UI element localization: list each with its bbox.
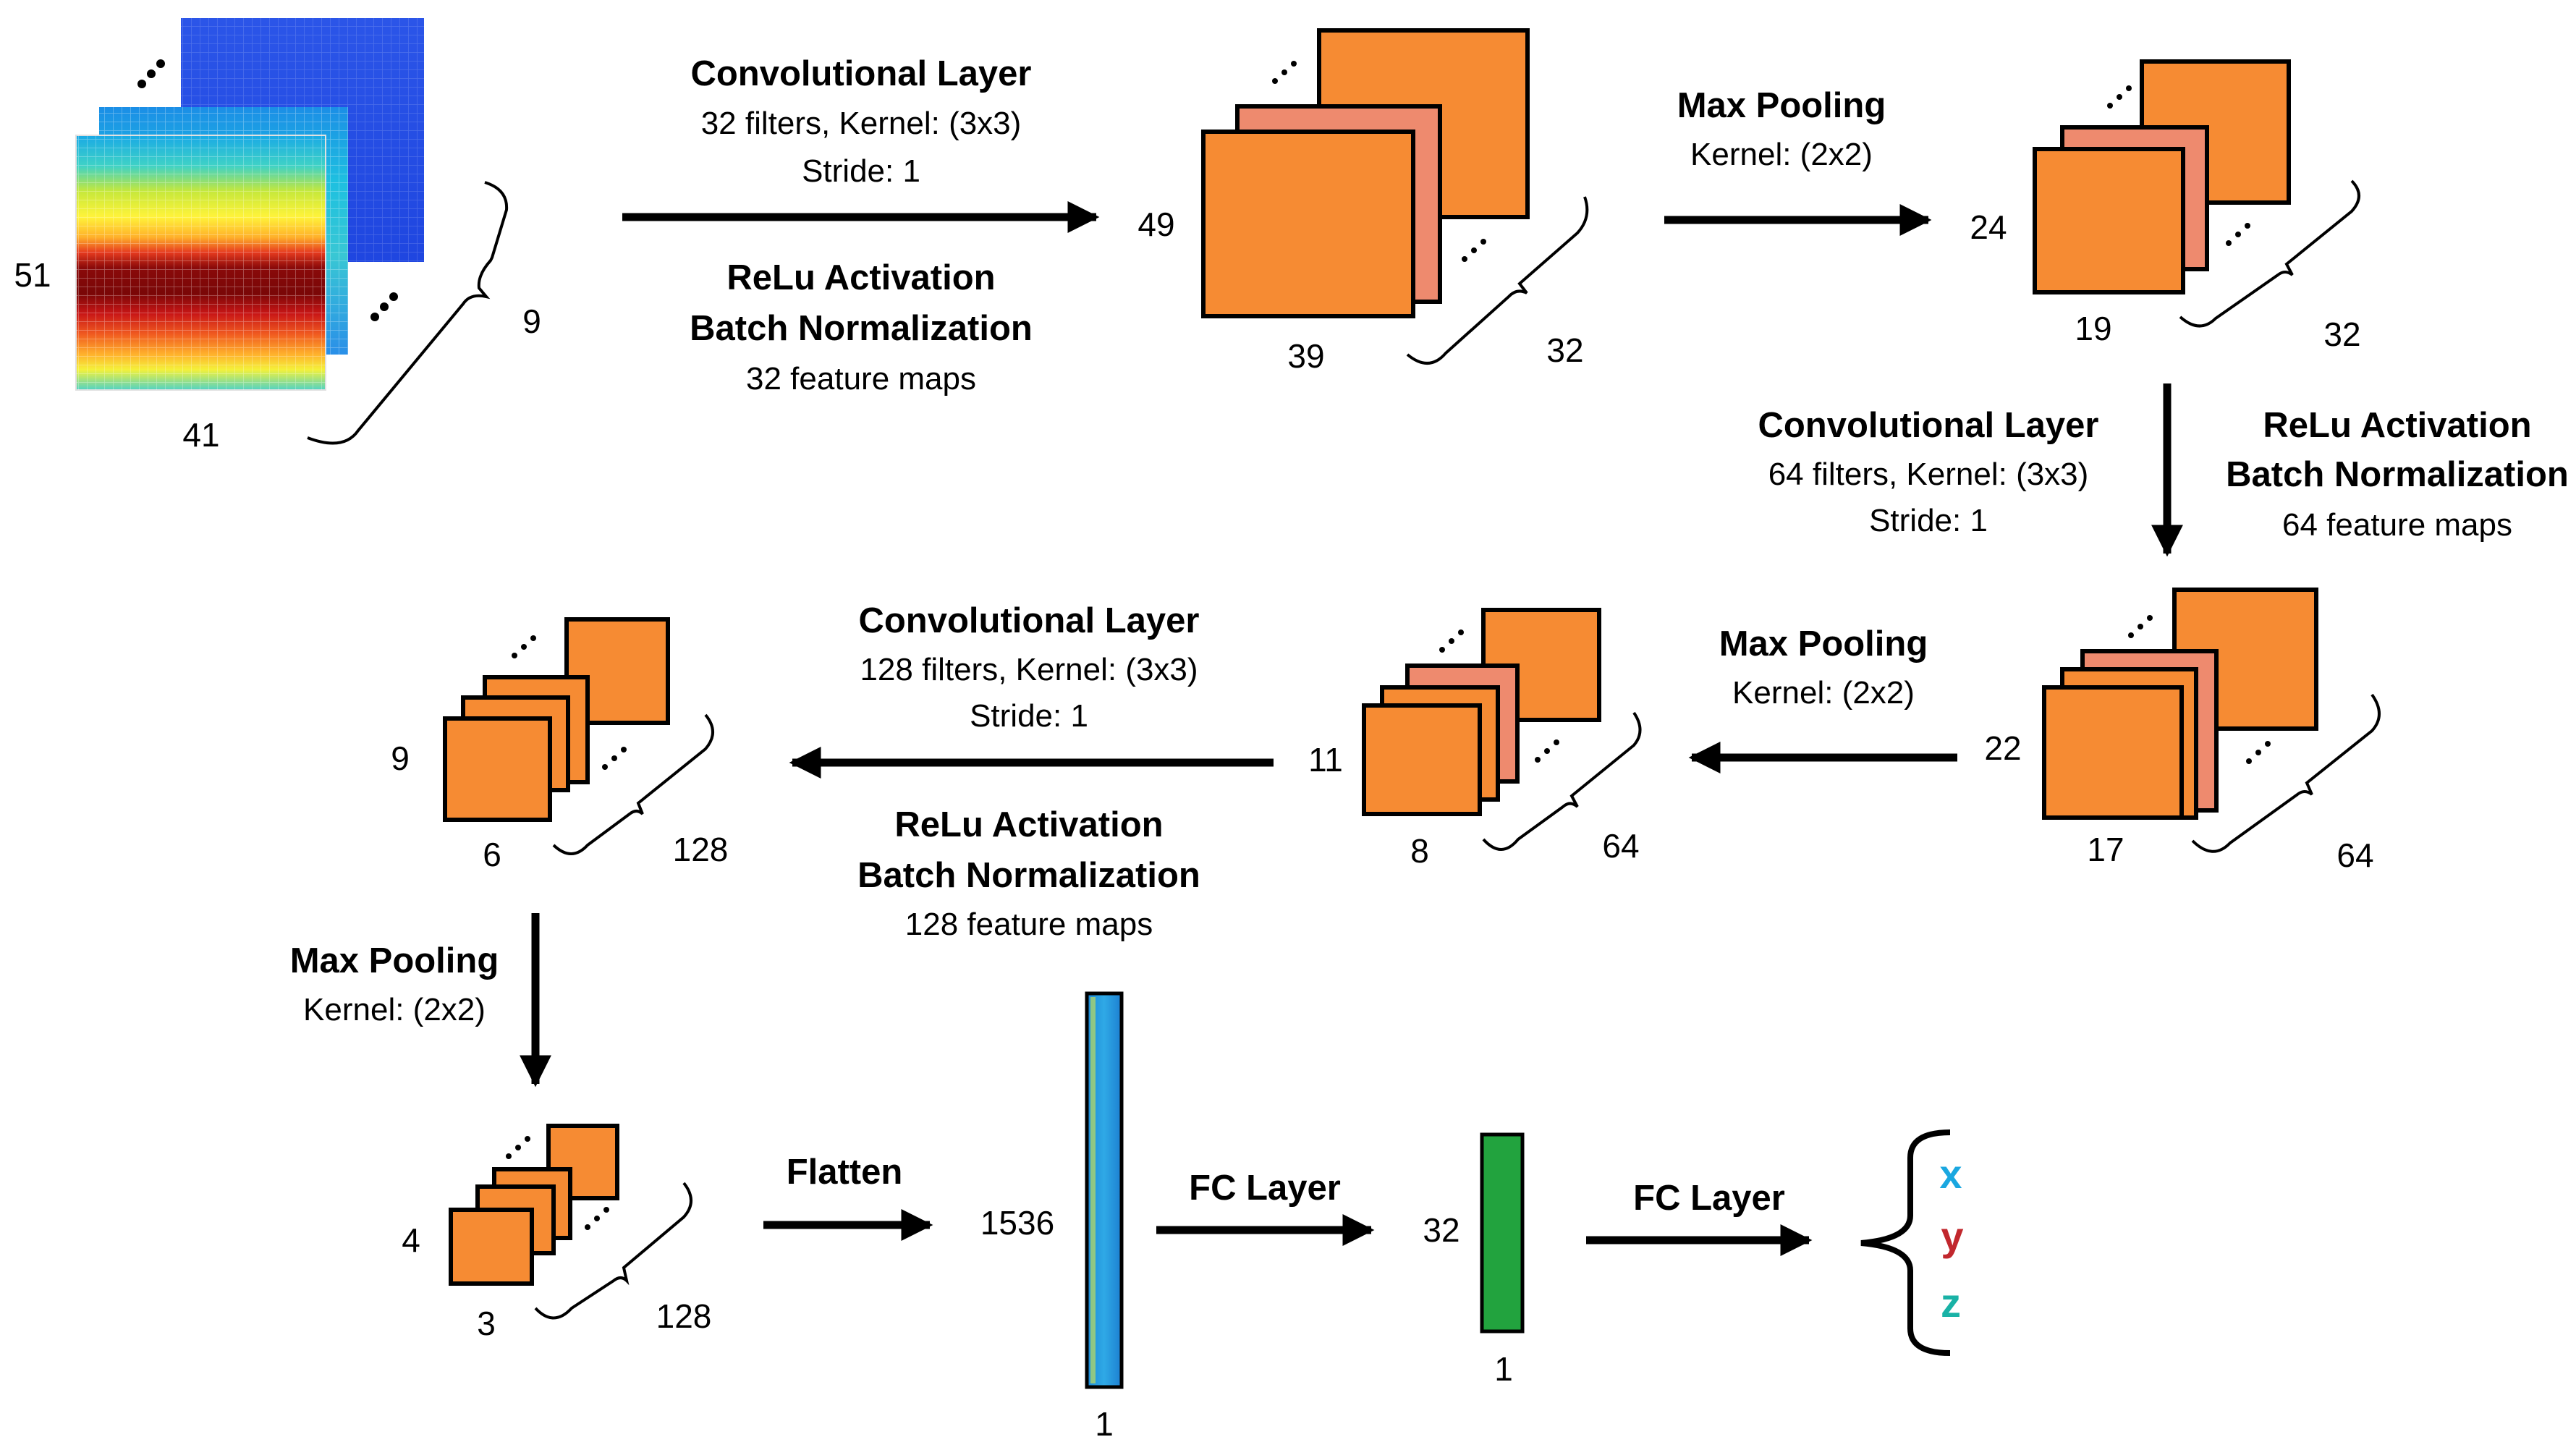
stage1-annotation: Convolutional Layer 32 filters, Kernel: … bbox=[622, 54, 1100, 397]
flatten-width: 1 bbox=[1095, 1405, 1114, 1443]
pool1-annotation: Max Pooling Kernel: (2x2) bbox=[1664, 86, 1932, 236]
pool1-out-depth: 32 bbox=[2323, 315, 2360, 353]
flatten-length: 1536 bbox=[980, 1204, 1054, 1242]
stage3-params: 128 filters, Kernel: (3x3) bbox=[860, 652, 1198, 687]
input-width-label: 41 bbox=[182, 416, 219, 454]
output-x: x bbox=[1939, 1151, 1962, 1197]
pool2-output-stack: 11 8 64 bbox=[1308, 608, 1642, 870]
pool2-title: Max Pooling bbox=[1719, 624, 1928, 663]
stage1-output-stack: 49 39 32 bbox=[1137, 28, 1589, 375]
stage2-annotation: Convolutional Layer 64 filters, Kernel: … bbox=[1758, 383, 2569, 557]
stage3-activation: ReLu Activation bbox=[894, 805, 1163, 844]
stage1-norm: Batch Normalization bbox=[690, 309, 1033, 348]
pool3-out-height: 4 bbox=[402, 1221, 420, 1259]
output-y: y bbox=[1941, 1213, 1963, 1259]
stage2-norm: Batch Normalization bbox=[2226, 455, 2569, 494]
flatten-title: Flatten bbox=[787, 1153, 903, 1192]
pool3-title: Max Pooling bbox=[290, 941, 499, 980]
stage3-output-stack: 9 6 128 bbox=[391, 617, 729, 873]
fc1-length: 32 bbox=[1423, 1211, 1459, 1249]
fc1-title: FC Layer bbox=[1189, 1169, 1341, 1208]
stage1-out-width: 39 bbox=[1287, 337, 1324, 375]
stage1-activation: ReLu Activation bbox=[726, 258, 995, 297]
stage2-out-height: 22 bbox=[1984, 729, 2021, 767]
stage3-annotation: Convolutional Layer 128 filters, Kernel:… bbox=[789, 601, 1274, 942]
stage3-out-depth: 128 bbox=[673, 831, 729, 868]
pool3-out-width: 3 bbox=[477, 1305, 496, 1342]
stage2-maps: 64 feature maps bbox=[2282, 507, 2512, 543]
pool2-annotation: Max Pooling Kernel: (2x2) bbox=[1688, 624, 1957, 773]
stage3-out-width: 6 bbox=[483, 836, 501, 873]
flatten-annotation: Flatten 1536 1 bbox=[763, 991, 1124, 1443]
pool3-annotation: Max Pooling Kernel: (2x2) bbox=[290, 913, 551, 1088]
stage2-title: Convolutional Layer bbox=[1758, 406, 2098, 445]
pool3-out-depth: 128 bbox=[656, 1297, 712, 1335]
fc1-width: 1 bbox=[1494, 1350, 1513, 1388]
pool1-kernel: Kernel: (2x2) bbox=[1690, 137, 1873, 172]
fc1-annotation: FC Layer 32 1 bbox=[1156, 1132, 1525, 1388]
stage2-stride: Stride: 1 bbox=[1869, 503, 1988, 538]
stage1-params: 32 filters, Kernel: (3x3) bbox=[701, 106, 1022, 141]
stage3-stride: Stride: 1 bbox=[970, 698, 1088, 734]
pool2-out-height: 11 bbox=[1308, 741, 1343, 779]
stage3-norm: Batch Normalization bbox=[857, 856, 1200, 895]
input-depth-label: 9 bbox=[522, 302, 541, 340]
stage2-output-stack: 22 17 64 bbox=[1984, 588, 2381, 874]
output-brace bbox=[1860, 1129, 1951, 1356]
pool2-kernel: Kernel: (2x2) bbox=[1732, 675, 1915, 711]
stage3-out-height: 9 bbox=[391, 739, 410, 777]
stage1-out-depth: 32 bbox=[1546, 331, 1583, 369]
stage3-maps: 128 feature maps bbox=[905, 907, 1153, 942]
pool1-out-height: 24 bbox=[1970, 208, 2007, 246]
pool2-out-width: 8 bbox=[1410, 832, 1429, 870]
stage2-out-width: 17 bbox=[2087, 831, 2124, 868]
pool1-output-stack: 24 19 32 bbox=[1970, 59, 2361, 353]
input-ellipsis-top bbox=[137, 59, 165, 88]
stage1-title: Convolutional Layer bbox=[690, 54, 1031, 93]
stage2-params: 64 filters, Kernel: (3x3) bbox=[1768, 457, 2089, 492]
stage1-maps: 32 feature maps bbox=[746, 361, 976, 397]
pool2-out-depth: 64 bbox=[1602, 827, 1639, 865]
pool1-title: Max Pooling bbox=[1677, 86, 1886, 125]
input-height-label: 51 bbox=[14, 256, 51, 294]
stage2-out-depth: 64 bbox=[2336, 836, 2373, 874]
stage1-stride: Stride: 1 bbox=[802, 153, 920, 189]
input-depth-brace bbox=[307, 181, 509, 445]
fc2-annotation: FC Layer x y z bbox=[1586, 1129, 1964, 1356]
fc2-title: FC Layer bbox=[1633, 1179, 1785, 1218]
stage3-title: Convolutional Layer bbox=[858, 601, 1199, 640]
output-z: z bbox=[1941, 1280, 1961, 1326]
fc1-vector bbox=[1480, 1132, 1525, 1334]
input-feature-stack: 51 41 9 bbox=[14, 18, 541, 454]
pool3-kernel: Kernel: (2x2) bbox=[303, 992, 486, 1027]
stage1-out-height: 49 bbox=[1137, 205, 1174, 243]
pool3-output-stack: 4 3 128 bbox=[402, 1124, 712, 1342]
pool1-out-width: 19 bbox=[2075, 310, 2111, 347]
input-ellipsis-side bbox=[370, 292, 398, 321]
stage2-activation: ReLu Activation bbox=[2263, 406, 2531, 445]
